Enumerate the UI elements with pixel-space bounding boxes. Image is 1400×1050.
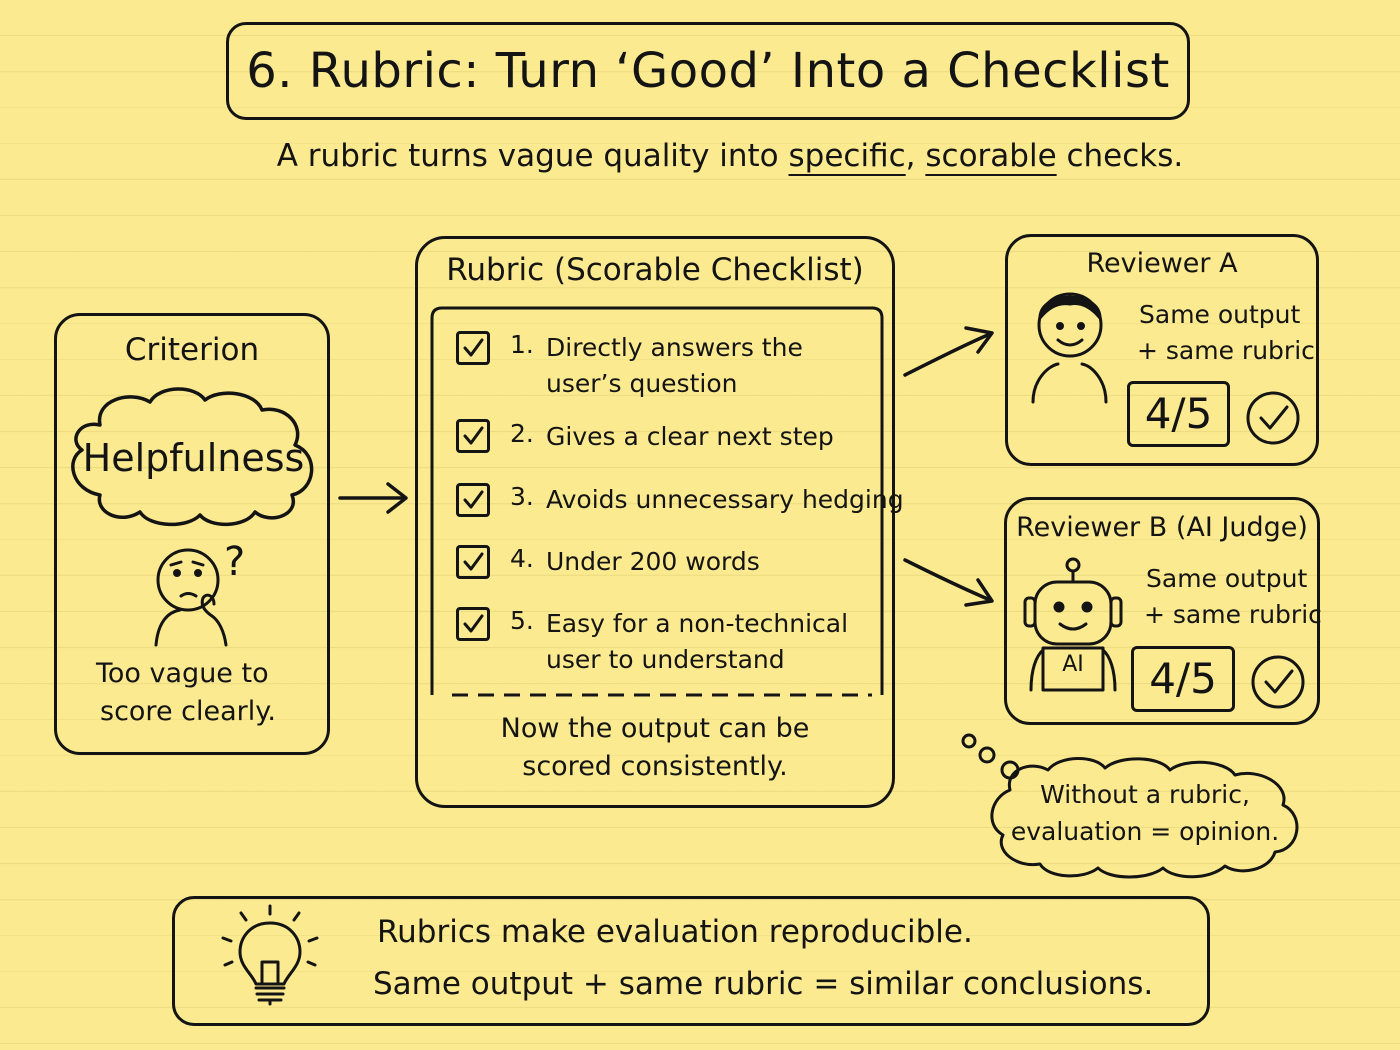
reviewer-b-panel: [1004, 497, 1320, 725]
criterion-note-line2: score clearly.: [100, 696, 276, 727]
reviewer-a-score-box: [1127, 381, 1230, 447]
arrow-to-reviewer-a: [903, 326, 994, 377]
reviewer-a-score: 4/5: [1144, 389, 1213, 438]
reviewer-a-line2: + same rubric: [1137, 336, 1315, 365]
subtitle-mid: ,: [905, 138, 926, 174]
rubric-item-number: 4.: [510, 544, 534, 573]
subtitle: A rubric turns vague quality into specif…: [0, 138, 1400, 174]
thought-line2: evaluation = opinion.: [1010, 817, 1280, 846]
arrow-criterion-to-rubric: [338, 482, 408, 514]
checkbox-4[interactable]: [456, 545, 490, 579]
question-mark-icon: ?: [224, 539, 245, 585]
reviewer-a-line1: Same output: [1139, 300, 1301, 329]
takeaway-line1: Rubrics make evaluation reproducible.: [377, 914, 973, 950]
rubric-item-text-cont: user to understand: [546, 645, 785, 674]
reviewer-a-title: Reviewer A: [1086, 248, 1238, 279]
rubric-title: Rubric (Scorable Checklist): [446, 252, 864, 288]
reviewer-b-score: 4/5: [1149, 654, 1217, 703]
arrow-to-reviewer-b: [903, 558, 994, 607]
check-icon: [463, 426, 484, 445]
check-icon: [463, 614, 484, 633]
check-circle-icon: [1246, 391, 1300, 445]
check-circle-icon: [1251, 655, 1305, 709]
rubric-footer-line2: scored consistently.: [522, 751, 788, 782]
checkbox-5[interactable]: [456, 607, 490, 641]
reviewer-b-line2: + same rubric: [1144, 600, 1322, 629]
reviewer-a-panel: [1005, 234, 1319, 466]
check-icon: [463, 490, 484, 509]
check-icon: [463, 552, 484, 571]
robot-label: AI: [1062, 652, 1084, 677]
checkbox-2[interactable]: [456, 419, 490, 453]
reviewer-b-line1: Same output: [1146, 564, 1308, 593]
rubric-panel: [415, 236, 895, 808]
rubric-item-number: 5.: [510, 606, 534, 635]
title-frame: [226, 22, 1190, 120]
rubric-item-text: Gives a clear next step: [546, 422, 834, 451]
subtitle-specific: specific: [788, 138, 906, 174]
criterion-note-line1: Too vague to: [96, 658, 269, 689]
subtitle-pre: A rubric turns vague quality into: [276, 138, 789, 174]
rubric-item-number: 1.: [510, 330, 534, 359]
thought-cloud: [990, 757, 1299, 879]
person-icon: [1031, 292, 1108, 404]
checkbox-1[interactable]: [456, 331, 490, 365]
reviewer-b-score-box: [1131, 646, 1235, 712]
subtitle-post: checks.: [1056, 138, 1184, 174]
thought-line1: Without a rubric,: [1040, 780, 1250, 809]
thought-dot: [978, 746, 996, 764]
subtitle-scorable: scorable: [925, 138, 1057, 174]
robot-icon: [1023, 557, 1123, 692]
confused-person-icon: [154, 548, 228, 647]
rubric-item-number: 3.: [510, 482, 534, 511]
page-title: 6. Rubric: Turn ‘Good’ Into a Checklist: [246, 43, 1170, 99]
rubric-item-text-cont: user’s question: [546, 369, 738, 398]
rubric-item-text: Easy for a non-technical: [546, 609, 849, 638]
takeaway-panel: [172, 896, 1210, 1026]
reviewer-b-title: Reviewer B (AI Judge): [1016, 512, 1308, 543]
rubric-item-text: Directly answers the: [546, 333, 803, 362]
thought-dot: [961, 733, 977, 749]
takeaway-line2: Same output + same rubric = similar conc…: [373, 966, 1154, 1002]
lightbulb-icon: [221, 904, 319, 1006]
rubric-item-number: 2.: [510, 419, 534, 448]
criterion-panel: [54, 313, 330, 755]
rubric-item-text: Avoids unnecessary hedging: [546, 485, 904, 514]
check-icon: [463, 338, 484, 357]
criterion-word: Helpfulness: [82, 436, 305, 480]
checkbox-3[interactable]: [456, 483, 490, 517]
rubric-footer-line1: Now the output can be: [500, 713, 810, 744]
rubric-item-text: Under 200 words: [546, 547, 760, 576]
criterion-title: Criterion: [124, 332, 260, 368]
cloud-icon: [71, 387, 314, 527]
